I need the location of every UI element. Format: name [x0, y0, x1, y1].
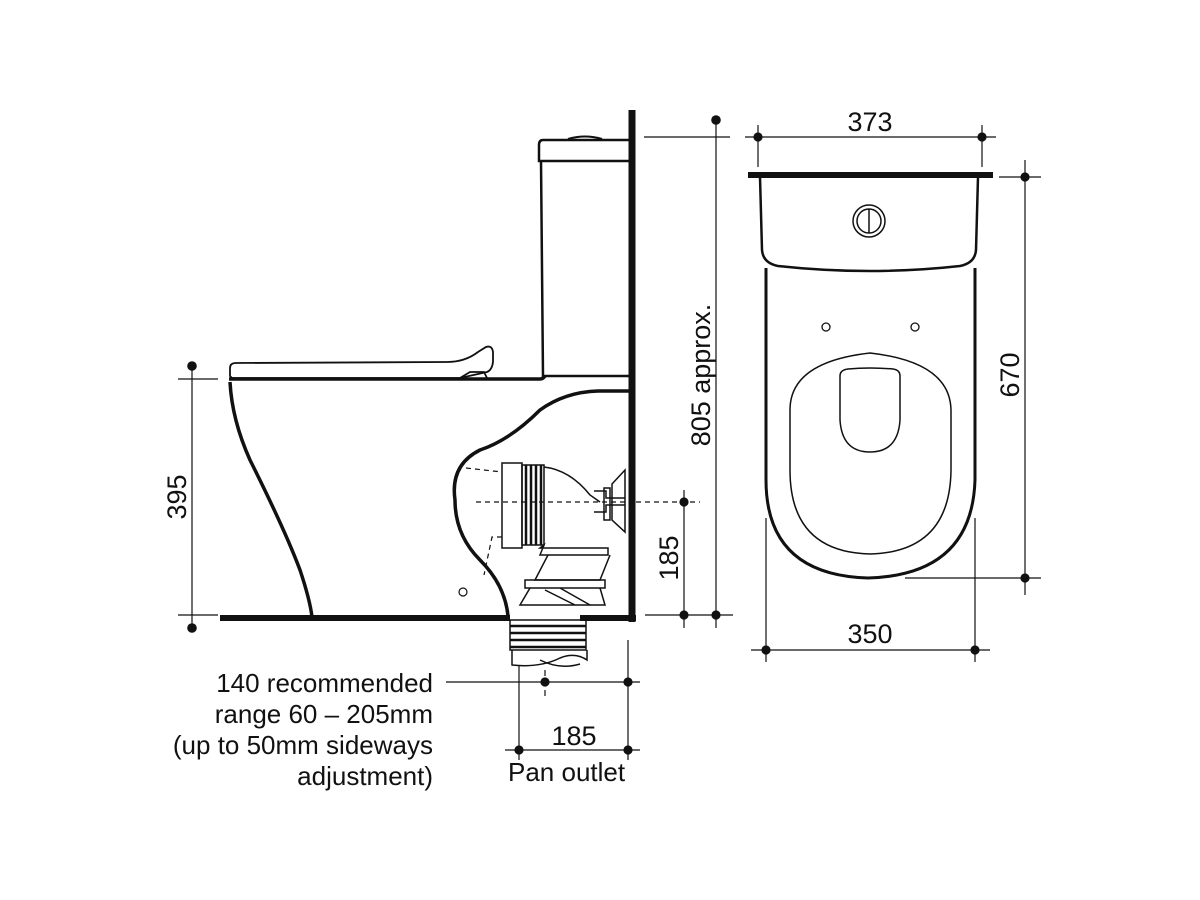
outlet-range-note: 140 recommended range 60 – 205mm (up to …	[173, 668, 433, 792]
seat-side	[229, 345, 494, 379]
pan-connector	[501, 462, 626, 606]
note-line-3: (up to 50mm sideways	[172, 730, 433, 760]
top-view-dimensions	[745, 125, 1041, 662]
cistern-side	[537, 135, 629, 378]
overall-height-label: 805 approx.	[686, 304, 716, 447]
seat-height-label: 395	[162, 474, 192, 519]
outlet-pipe	[509, 619, 588, 667]
top-view	[748, 172, 993, 580]
side-view-dimensions	[178, 115, 733, 760]
water-well	[839, 367, 901, 453]
pan-width-label: 350	[847, 619, 892, 649]
pan-side	[228, 374, 629, 618]
note-line-4: adjustment)	[297, 761, 433, 791]
note-line-1: 140 recommended	[216, 668, 433, 698]
waste-height-label: 185	[654, 535, 684, 580]
pan-outline-top	[764, 268, 977, 580]
bowl-rim	[789, 352, 952, 555]
pan-outlet-label: Pan outlet	[508, 757, 626, 787]
note-line-2: range 60 – 205mm	[214, 699, 433, 729]
flush-button-icon	[852, 204, 886, 238]
outlet-setout-label: 185	[551, 721, 596, 751]
cistern-width-label: 373	[847, 107, 892, 137]
overall-depth-label: 670	[995, 352, 1025, 397]
side-view	[220, 110, 700, 667]
